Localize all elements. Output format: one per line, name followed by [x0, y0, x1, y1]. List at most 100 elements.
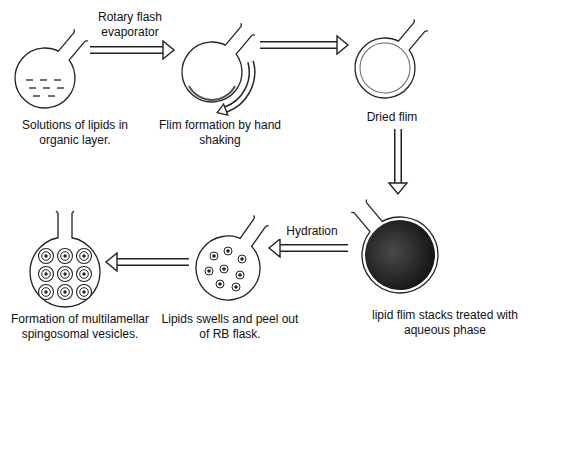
arrow-shaft-outline	[279, 244, 348, 252]
liquid-dash	[57, 87, 64, 88]
arrow-shaft-outline	[260, 41, 338, 49]
stage-caption: Formation of multilamellar spingosomal v…	[5, 312, 155, 342]
lipid-particle	[205, 267, 213, 275]
arrow-shaft-outline	[116, 258, 189, 266]
caption-text: Lipids swells and peel out of RB flask.	[160, 312, 300, 342]
lipid-particle-core	[222, 267, 226, 271]
flask-lip	[240, 23, 243, 26]
arrow-head	[389, 183, 407, 194]
flask-neck-fill	[354, 203, 382, 233]
flask-neck	[409, 31, 425, 50]
vesicle-inner	[42, 270, 51, 279]
lipid-particle	[236, 271, 244, 279]
lipid-particle-core	[234, 285, 238, 289]
vesicle-outer	[77, 249, 92, 264]
arrow-head	[269, 239, 280, 257]
lipid-particle	[210, 252, 218, 260]
rotation-arrow	[226, 62, 252, 110]
stage-caption: Dried flim	[342, 110, 442, 125]
lipid-particle-core	[207, 269, 211, 273]
vesicle-core	[63, 254, 66, 257]
arrow-shaft-outline	[394, 129, 402, 184]
vesicle-outer	[58, 267, 73, 282]
caption-text: lipid flim stacks treated with aqueous p…	[350, 308, 540, 338]
vesicle-outer	[39, 267, 54, 282]
arrow-head	[337, 36, 348, 54]
flow-arrow	[269, 239, 348, 257]
rotation-arrow-head	[217, 104, 228, 115]
caption-text: Formation of multilamellar spingosomal v…	[5, 312, 155, 342]
flask-bulb	[183, 223, 272, 312]
flask-neck	[366, 202, 382, 221]
flask-neck-fill	[58, 32, 85, 60]
arrow-head	[163, 41, 174, 59]
lipid-particle	[220, 265, 228, 273]
lipid-particle-core	[218, 282, 222, 286]
flow-arrow	[260, 36, 348, 54]
arrow-shaft	[260, 43, 338, 48]
flask-lip	[413, 19, 416, 22]
flask-stage: Flim formation by hand shaking	[178, 14, 256, 104]
vesicle-inner	[80, 288, 89, 297]
round-flask	[170, 10, 271, 114]
arrow-shaft	[396, 129, 401, 184]
lipid-particle-core	[240, 257, 244, 261]
flask-lip	[365, 200, 368, 203]
flask-lip	[253, 215, 256, 218]
flask-stage: Formation of multilamellar spingosomal v…	[28, 205, 102, 310]
liquid-dash	[54, 79, 61, 80]
flask-bulb	[346, 201, 453, 308]
flask-neck-fill	[225, 26, 252, 54]
vesicle-outer	[39, 285, 54, 300]
vesicle-inner	[42, 288, 51, 297]
arrow-label: Rotary flash evaporator	[90, 10, 170, 40]
flask-neck	[252, 226, 266, 246]
lipid-particle	[238, 255, 246, 263]
vesicle-inner	[61, 288, 70, 297]
flask-neck	[69, 41, 85, 60]
stage-caption: lipid flim stacks treated with aqueous p…	[350, 308, 540, 338]
flask-bulb	[30, 237, 100, 307]
flask-stage: Lipids swells and peel out of RB flask.	[193, 212, 265, 304]
lipid-particle-core	[226, 249, 230, 253]
flask-neck-fill	[240, 218, 266, 247]
flow-arrow	[106, 253, 189, 271]
lipid-particle	[216, 280, 224, 288]
flask-lip	[56, 211, 58, 213]
flask-lip	[425, 30, 428, 33]
liquid-dash	[33, 95, 40, 96]
liquid-dash	[29, 87, 36, 88]
lipid-particle-core	[238, 273, 242, 277]
vesicle-inner	[61, 270, 70, 279]
lipid-particle	[224, 247, 232, 255]
vesicle-outer	[77, 285, 92, 300]
lipid-particle-core	[212, 254, 216, 258]
flask-stage: Dried flim	[352, 10, 428, 102]
flask-stage: Solutions of lipids in organic layer.	[12, 28, 86, 110]
round-flask	[343, 6, 444, 110]
flask-lip	[266, 225, 269, 228]
liquid-dash	[26, 79, 33, 80]
vesicle-core	[82, 272, 85, 275]
stage-caption: Flim formation by hand shaking	[155, 118, 285, 148]
arrow-shaft	[116, 260, 189, 265]
rotation-arrow	[226, 62, 252, 110]
vesicle-core	[82, 290, 85, 293]
vesicle-core	[44, 254, 47, 257]
vesicle-inner	[42, 252, 51, 261]
flask-neck-fill	[398, 22, 425, 50]
vesicle-core	[63, 290, 66, 293]
vesicle-core	[82, 254, 85, 257]
vesicle-outer	[58, 249, 73, 264]
flask-neck-fill	[59, 213, 72, 239]
lipid-film	[189, 86, 235, 100]
flask-lip	[252, 34, 255, 37]
flask-lip	[85, 40, 88, 43]
flask-lip	[351, 211, 354, 214]
vesicle-outer	[77, 267, 92, 282]
flask-neck	[58, 32, 74, 51]
flask-lip	[72, 211, 74, 213]
lipid-particle	[232, 283, 240, 291]
stage-caption: Solutions of lipids in organic layer.	[5, 118, 145, 148]
vesicle-outer	[58, 285, 73, 300]
